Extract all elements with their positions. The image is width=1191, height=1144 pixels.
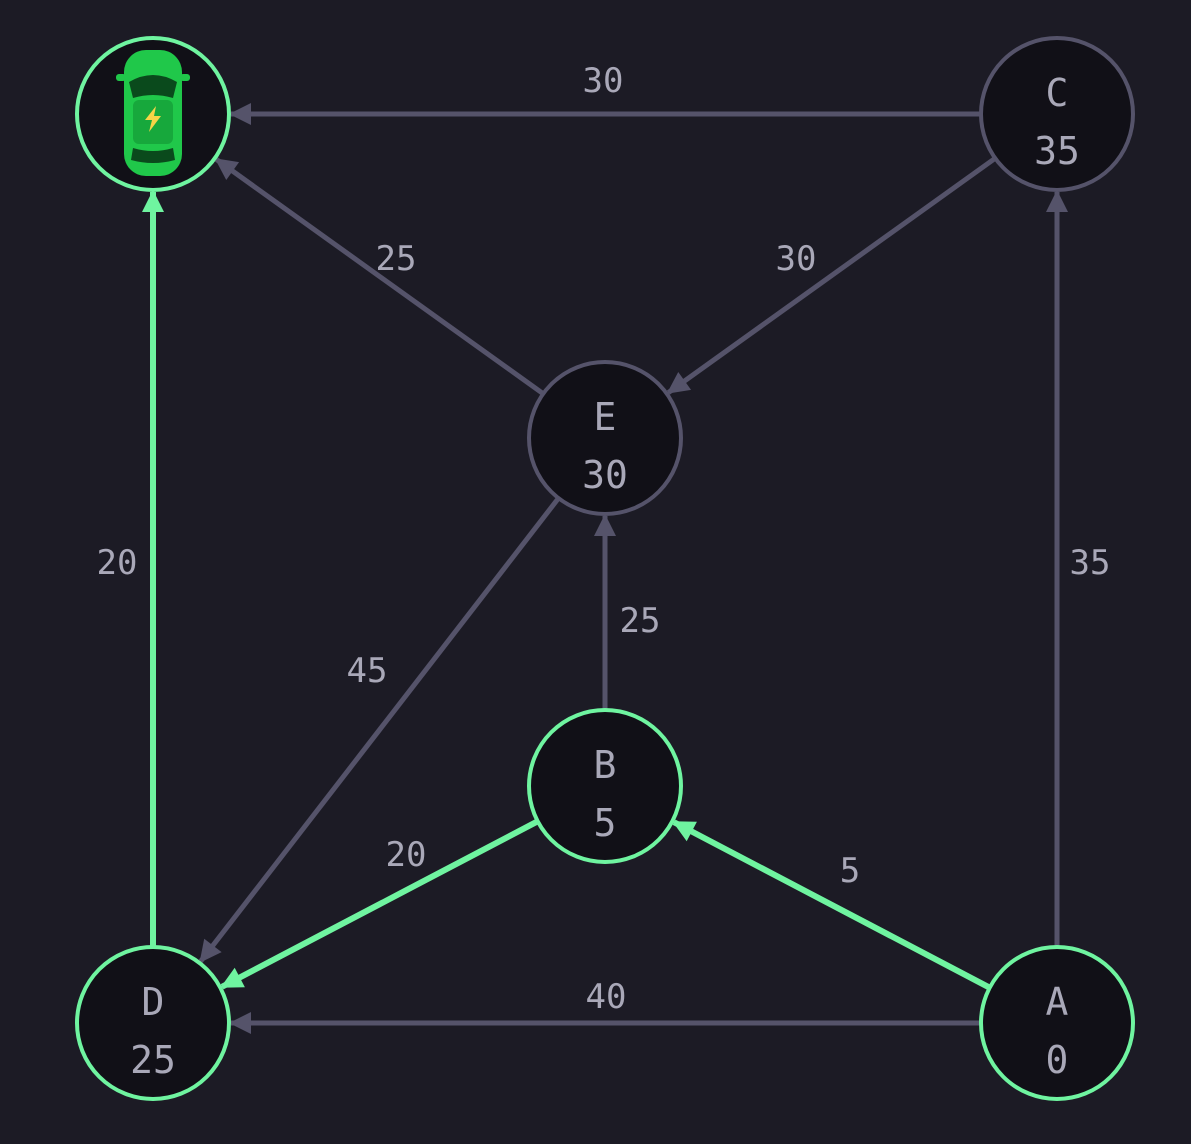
edge-weight-label: 30	[776, 239, 817, 279]
arrowhead-A-B	[672, 821, 697, 842]
arrowhead-A-C	[1046, 190, 1068, 212]
edge-weight-label: 35	[1070, 543, 1111, 583]
node-label: B	[594, 743, 617, 787]
node-B[interactable]: B5	[527, 708, 683, 864]
node-label: D	[142, 980, 165, 1024]
arrowhead-E-start	[214, 158, 240, 181]
edge-E-D	[198, 496, 561, 963]
node-circle	[527, 360, 683, 516]
edge-A-B	[672, 819, 992, 991]
edge-labels: 30 25 30 20 35 25 45 20 5 40	[97, 61, 1111, 1017]
arrowhead-D-start	[142, 190, 164, 212]
edges	[142, 103, 1068, 1034]
arrowhead-A-D	[229, 1012, 251, 1034]
node-distance-value: 0	[1046, 1038, 1069, 1082]
node-A[interactable]: A0	[979, 945, 1135, 1101]
edge-weight-label: 45	[347, 651, 388, 691]
node-distance-value: 5	[594, 801, 617, 845]
edge-weight-label: 25	[620, 601, 661, 641]
edge-B-D	[220, 818, 540, 990]
arrowhead-C-E	[666, 371, 692, 394]
node-E[interactable]: E 30	[527, 360, 683, 516]
node-label: C	[1046, 71, 1069, 115]
electric-car-icon	[116, 50, 190, 176]
arrowhead-B-E	[594, 514, 616, 536]
node-distance-value: 25	[130, 1038, 176, 1082]
edge-weight-label: 5	[840, 851, 860, 891]
node-circle	[75, 945, 231, 1101]
node-start[interactable]	[75, 36, 231, 192]
node-D[interactable]: D 25	[75, 945, 231, 1101]
node-label: E	[594, 395, 617, 439]
node-circle	[979, 945, 1135, 1101]
edge-weight-label: 20	[386, 835, 427, 875]
edge-C-E	[666, 156, 997, 395]
node-distance-value: 30	[582, 453, 628, 497]
node-label: A	[1046, 980, 1069, 1024]
node-C[interactable]: C 35	[979, 36, 1135, 192]
edge-weight-label: 20	[97, 543, 138, 583]
arrowhead-C-start	[229, 103, 251, 125]
edge-weight-label: 40	[586, 977, 627, 1017]
node-distance-value: 35	[1034, 129, 1080, 173]
edge-weight-label: 25	[376, 239, 417, 279]
arrowhead-E-D	[199, 938, 222, 963]
node-circle	[979, 36, 1135, 192]
node-circle	[527, 708, 683, 864]
edge-E-start	[214, 157, 545, 396]
edge-weight-label: 30	[583, 61, 624, 101]
arrowhead-B-D	[220, 967, 245, 988]
